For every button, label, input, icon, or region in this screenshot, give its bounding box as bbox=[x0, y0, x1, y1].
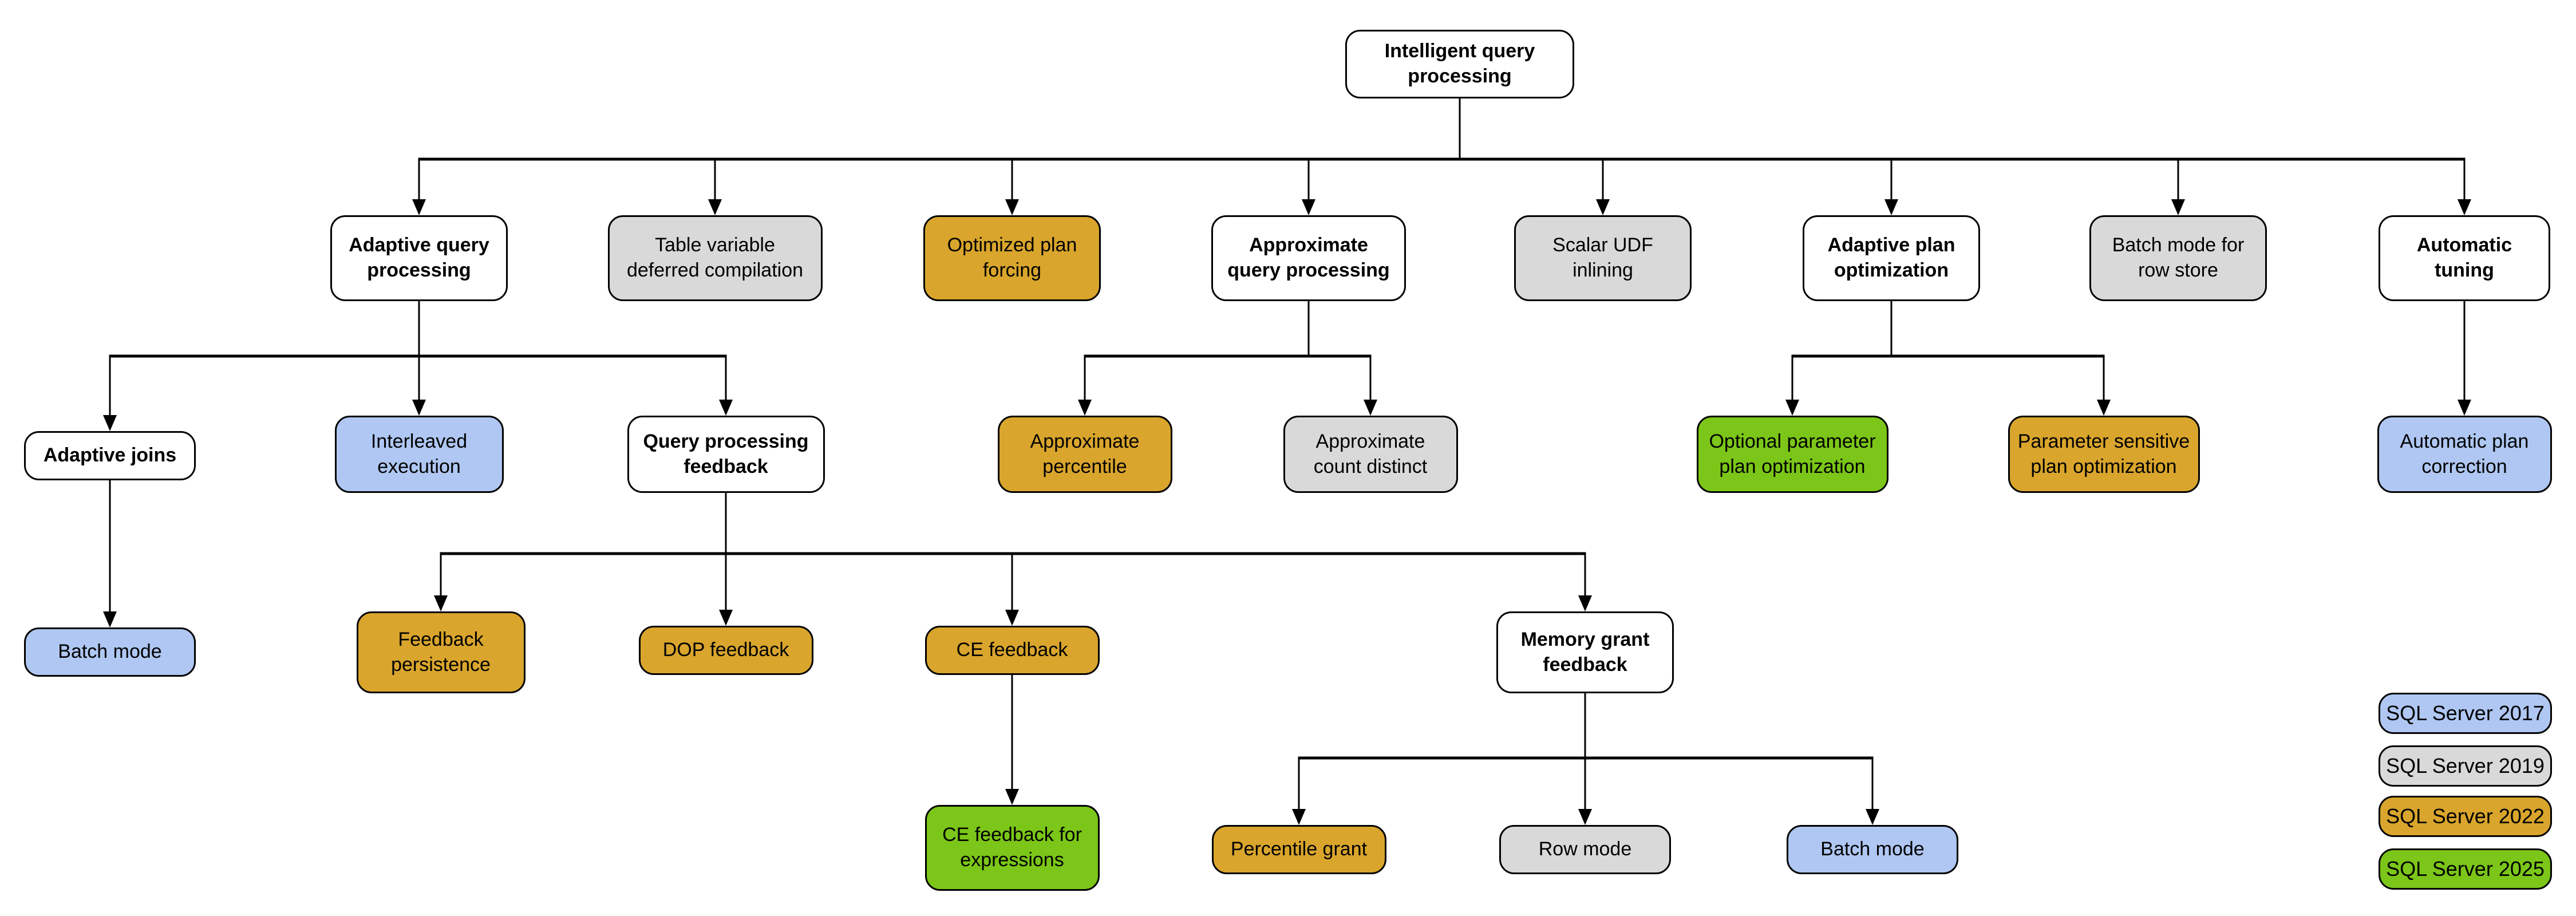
node-adaptive-joins: Adaptive joins bbox=[24, 431, 196, 480]
node-automatic-plan-correction: Automatic plan correction bbox=[2377, 416, 2552, 493]
node-feedback-persistence: Feedback persistence bbox=[356, 611, 526, 693]
node-optional-parameter-plan-optimization: Optional parameter plan optimization bbox=[1696, 416, 1888, 493]
node-batch-mode-for-row-store: Batch mode for row store bbox=[2089, 215, 2267, 301]
node-dop-feedback: DOP feedback bbox=[638, 626, 813, 675]
node-interleaved-execution: Interleaved execution bbox=[334, 416, 504, 493]
node-scalar-udf-inlining: Scalar UDF inlining bbox=[1514, 215, 1692, 301]
node-approximate-count-distinct: Approximate count distinct bbox=[1283, 416, 1458, 493]
node-parameter-sensitive-plan-optimization: Parameter sensitive plan optimization bbox=[2008, 416, 2200, 493]
node-percentile-grant: Percentile grant bbox=[1211, 825, 1386, 874]
node-batch-mode-adaptive-joins: Batch mode bbox=[24, 627, 196, 677]
node-ce-feedback-for-expressions: CE feedback for expressions bbox=[924, 805, 1100, 891]
node-ce-feedback: CE feedback bbox=[924, 626, 1100, 675]
node-batch-mode-memory-grant: Batch mode bbox=[1787, 825, 1958, 874]
node-intelligent-query-processing: Intelligent query processing bbox=[1345, 30, 1574, 98]
legend-sql-server-2025: SQL Server 2025 bbox=[2379, 848, 2552, 890]
node-approximate-query-processing: Approximate query processing bbox=[1211, 215, 1406, 301]
node-row-mode: Row mode bbox=[1499, 825, 1671, 874]
legend-sql-server-2017: SQL Server 2017 bbox=[2379, 693, 2552, 734]
node-approximate-percentile: Approximate percentile bbox=[997, 416, 1172, 493]
node-table-variable-deferred-compilation: Table variable deferred compilation bbox=[607, 215, 823, 301]
legend-sql-server-2019: SQL Server 2019 bbox=[2379, 745, 2552, 787]
legend-sql-server-2022: SQL Server 2022 bbox=[2379, 796, 2552, 837]
node-adaptive-plan-optimization: Adaptive plan optimization bbox=[1803, 215, 1980, 301]
node-query-processing-feedback: Query processing feedback bbox=[627, 416, 825, 493]
node-optimized-plan-forcing: Optimized plan forcing bbox=[923, 215, 1101, 301]
node-memory-grant-feedback: Memory grant feedback bbox=[1496, 611, 1674, 693]
node-automatic-tuning: Automatic tuning bbox=[2379, 215, 2550, 301]
node-adaptive-query-processing: Adaptive query processing bbox=[330, 215, 508, 301]
